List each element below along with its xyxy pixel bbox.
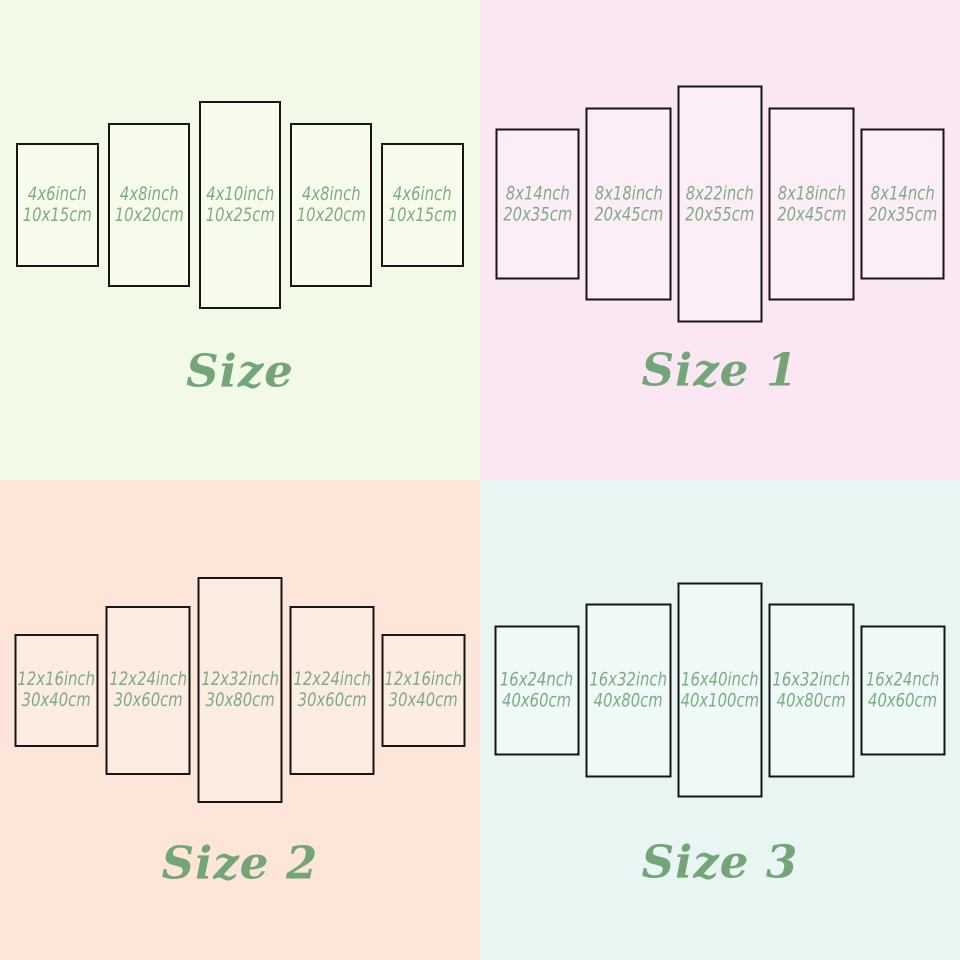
panel-size-label: 4x10inch 10x25cm: [205, 184, 274, 226]
panel-size-inch: 8x18inch: [777, 182, 846, 204]
panel-size-label: 8x22inch 20x55cm: [685, 183, 754, 225]
panel-size-inch: 4x8inch: [119, 183, 179, 205]
panel-size-inch: 16x24nch: [500, 668, 574, 690]
panel-size-label: 16x32inch 40x80cm: [590, 669, 668, 711]
panel-size-cm: 40x80cm: [776, 689, 847, 711]
panel-size-inch: 8x18inch: [594, 182, 663, 204]
canvas-panel: 8x14nch 20x35cm: [495, 128, 580, 280]
panel-size-cm: 20x35cm: [502, 203, 573, 225]
canvas-panel: 16x32inch 40x80cm: [768, 603, 855, 777]
panel-size-inch: 4x10inch: [205, 183, 275, 205]
canvas-panel: 12x16inch 30x40cm: [14, 633, 99, 747]
panel-group: 8x14nch 20x35cm 8x18inch 20x45cm 8x22inc…: [495, 85, 945, 323]
panel-size-cm: 10x15cm: [387, 204, 458, 226]
quadrant-size-3: 16x24nch 40x60cm 16x32inch 40x80cm 16x40…: [480, 480, 960, 960]
panel-size-label: 12x16inch 30x40cm: [18, 669, 96, 711]
panel-size-label: 16x40inch 40x100cm: [681, 669, 759, 711]
canvas-panel: 4x8inch 10x20cm: [290, 123, 372, 287]
panel-size-label: 4x8inch 10x20cm: [114, 184, 183, 226]
panel-size-label: 12x16inch 30x40cm: [385, 669, 463, 711]
panel-size-label: 8x14nch 20x35cm: [868, 183, 937, 225]
panel-size-inch: 12x24inch: [109, 668, 187, 690]
panel-size-inch: 12x16inch: [17, 668, 96, 690]
canvas-panel: 16x32inch 40x80cm: [585, 603, 672, 777]
canvas-panel: 16x40inch 40x100cm: [677, 582, 763, 798]
panel-size-cm: 40x100cm: [680, 689, 760, 711]
canvas-panel: 12x32inch 30x80cm: [197, 577, 283, 803]
canvas-panel: 8x18inch 20x45cm: [585, 107, 672, 301]
panel-size-cm: 20x35cm: [867, 203, 938, 225]
panel-size-cm: 10x20cm: [114, 204, 184, 226]
panel-size-cm: 10x25cm: [205, 204, 275, 226]
panel-size-label: 8x14nch 20x35cm: [503, 183, 572, 225]
panel-size-label: 16x24nch 40x60cm: [500, 669, 573, 711]
panel-size-cm: 30x40cm: [21, 689, 92, 711]
panel-size-inch: 12x32inch: [201, 668, 279, 690]
panel-size-cm: 20x55cm: [685, 203, 755, 225]
panel-size-cm: 10x15cm: [22, 204, 93, 226]
canvas-panel: 12x16inch 30x40cm: [381, 633, 466, 747]
canvas-panel: 8x14nch 20x35cm: [860, 128, 945, 280]
quadrant-title: Size: [186, 344, 294, 398]
panel-size-inch: 8x22inch: [685, 182, 755, 204]
panel-size-inch: 4x8inch: [301, 183, 361, 205]
panel-group: 4x6inch 10x15cm 4x8inch 10x20cm 4x10inch…: [16, 101, 464, 309]
quadrant-title: Size 3: [641, 835, 799, 889]
panel-size-cm: 40x80cm: [593, 689, 664, 711]
panel-size-label: 12x24inch 30x60cm: [109, 669, 187, 711]
canvas-panel: 8x22inch 20x55cm: [677, 85, 763, 323]
canvas-panel: 4x6inch 10x15cm: [16, 143, 99, 267]
canvas-panel: 12x24inch 30x60cm: [105, 605, 191, 775]
panel-size-label: 4x6inch 10x15cm: [388, 184, 457, 226]
panel-size-inch: 8x14nch: [505, 182, 570, 204]
panel-size-label: 4x6inch 10x15cm: [23, 184, 92, 226]
panel-size-label: 8x18inch 20x45cm: [594, 183, 663, 225]
panel-size-inch: 16x32inch: [772, 668, 851, 690]
panel-size-cm: 10x20cm: [296, 204, 366, 226]
panel-size-inch: 12x16inch: [384, 668, 463, 690]
quadrant-size-1: 8x14nch 20x35cm 8x18inch 20x45cm 8x22inc…: [480, 0, 960, 480]
panel-size-label: 12x24inch 30x60cm: [293, 669, 371, 711]
panel-size-cm: 40x60cm: [502, 689, 572, 711]
panel-size-inch: 8x14nch: [870, 182, 935, 204]
canvas-panel: 12x24inch 30x60cm: [289, 605, 375, 775]
canvas-panel: 8x18inch 20x45cm: [768, 107, 855, 301]
panel-group: 12x16inch 30x40cm 12x24inch 30x60cm 12x3…: [14, 577, 466, 803]
panel-size-inch: 4x6inch: [393, 183, 452, 205]
canvas-panel: 4x6inch 10x15cm: [381, 143, 464, 267]
canvas-panel: 16x24nch 40x60cm: [494, 625, 580, 755]
panel-size-inch: 16x32inch: [589, 668, 668, 690]
panel-size-cm: 30x40cm: [388, 689, 459, 711]
panel-size-cm: 30x80cm: [205, 689, 275, 711]
panel-group: 16x24nch 40x60cm 16x32inch 40x80cm 16x40…: [494, 582, 946, 798]
panel-size-label: 8x18inch 20x45cm: [777, 183, 846, 225]
panel-size-label: 16x24nch 40x60cm: [866, 669, 939, 711]
panel-size-inch: 16x40inch: [681, 668, 759, 690]
panel-size-cm: 20x45cm: [776, 203, 847, 225]
quadrant-title: Size 1: [641, 343, 799, 397]
panel-size-inch: 4x6inch: [28, 183, 87, 205]
panel-size-cm: 30x60cm: [113, 689, 183, 711]
canvas-panel: 4x10inch 10x25cm: [199, 101, 281, 309]
panel-size-label: 12x32inch 30x80cm: [201, 669, 279, 711]
quadrant-title: Size 2: [161, 836, 319, 890]
quadrant-size: 4x6inch 10x15cm 4x8inch 10x20cm 4x10inch…: [0, 0, 480, 480]
panel-size-inch: 12x24inch: [293, 668, 371, 690]
canvas-panel: 16x24nch 40x60cm: [860, 625, 946, 755]
canvas-panel: 4x8inch 10x20cm: [108, 123, 190, 287]
panel-size-label: 16x32inch 40x80cm: [773, 669, 851, 711]
panel-size-cm: 40x60cm: [868, 689, 938, 711]
panel-size-label: 4x8inch 10x20cm: [296, 184, 365, 226]
panel-size-cm: 30x60cm: [297, 689, 367, 711]
quadrant-size-2: 12x16inch 30x40cm 12x24inch 30x60cm 12x3…: [0, 480, 480, 960]
panel-size-cm: 20x45cm: [593, 203, 664, 225]
panel-size-inch: 16x24nch: [866, 668, 940, 690]
